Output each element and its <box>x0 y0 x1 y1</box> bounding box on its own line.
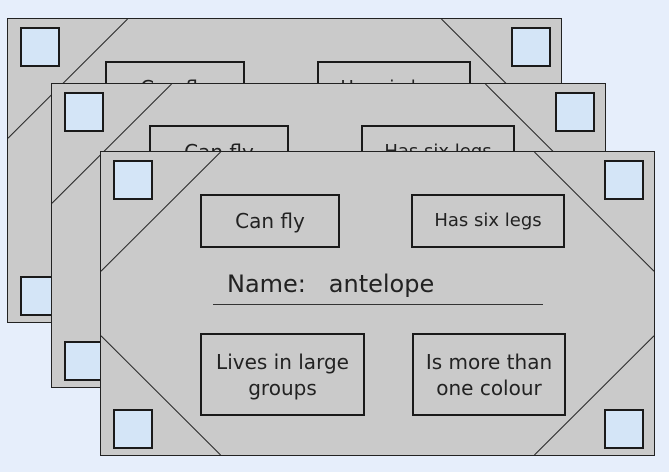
card-diagonals <box>101 152 654 455</box>
corner-square <box>113 409 153 449</box>
trait-box-bottom-right: Is more than one colour <box>412 333 566 416</box>
corner-square <box>511 27 551 67</box>
animal-name: antelope <box>328 270 435 298</box>
trait-label-line: Lives in large <box>216 349 349 374</box>
name-label: Name: <box>227 270 306 298</box>
trait-label-line: one colour <box>436 375 542 400</box>
name-underline <box>213 304 543 305</box>
trait-label: Can fly <box>235 209 305 233</box>
corner-square <box>555 92 595 132</box>
corner-square <box>64 92 104 132</box>
corner-square <box>113 160 153 200</box>
trait-label: Has six legs <box>434 210 542 232</box>
trait-box-top-right: Has six legs <box>411 194 565 248</box>
corner-square <box>604 160 644 200</box>
corner-square <box>604 409 644 449</box>
animal-card-front: Can fly Has six legs Name: antelope Live… <box>100 151 655 456</box>
corner-square <box>64 341 104 381</box>
trait-label-line: Is more than <box>425 349 553 374</box>
trait-box-bottom-left: Lives in large groups <box>200 333 365 416</box>
trait-label-line: groups <box>248 375 317 400</box>
corner-square <box>20 27 60 67</box>
name-row: Name: antelope <box>227 270 434 298</box>
trait-box-top-left: Can fly <box>200 194 340 248</box>
